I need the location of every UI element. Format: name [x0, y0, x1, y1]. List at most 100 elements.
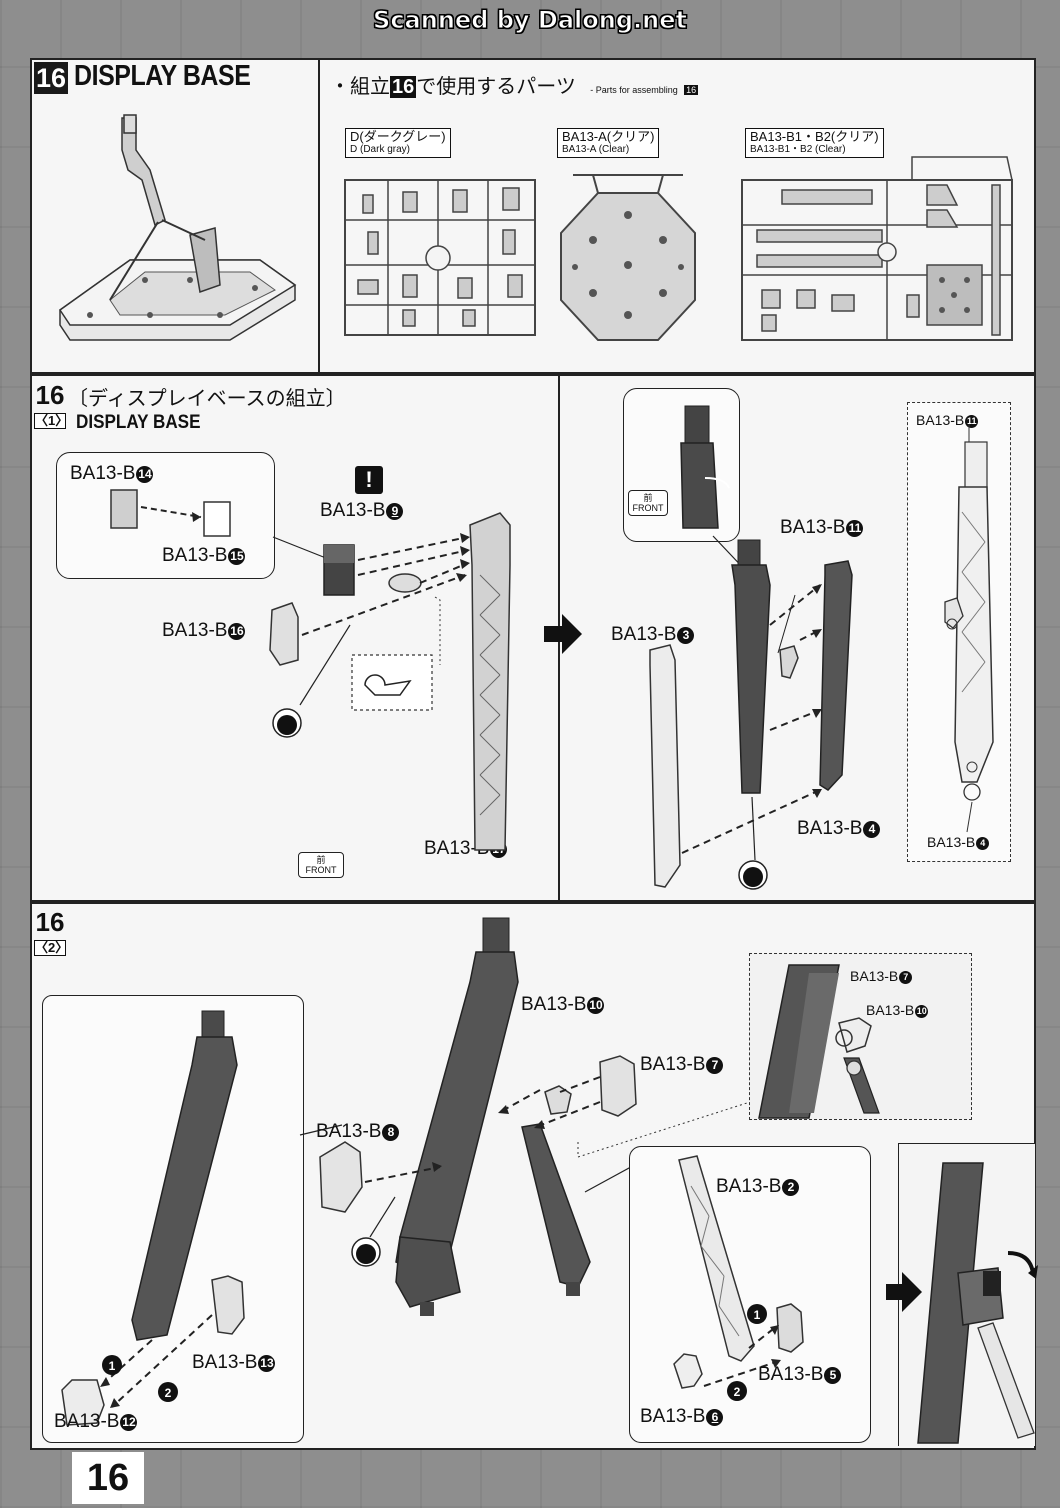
callout-parts-illustration: [110, 489, 337, 563]
order-mark-2: 2: [165, 1386, 172, 1400]
runner-label-en: D (Dark gray): [350, 144, 411, 155]
label-text: BA13-B: [916, 412, 965, 428]
watermark: Scanned by Dalong.net: [373, 6, 688, 35]
part-number-badge: 7: [706, 1057, 724, 1074]
label-text: BA13-B: [424, 838, 490, 859]
label-text: BA13-B: [54, 1411, 120, 1432]
front-direction-badge: 前 FRONT: [298, 852, 344, 878]
part-number-badge: 14: [136, 466, 154, 483]
part-number-badge: 11: [846, 520, 864, 537]
left-arm-illustration: 1 2: [61, 1010, 343, 1426]
step-title-en: DISPLAY BASE: [76, 412, 201, 433]
label-text: BA13-B: [192, 1352, 258, 1373]
parts-heading-prefix: ・組立: [330, 74, 390, 98]
runner-ba13-a-illustration: [560, 174, 696, 341]
runner-label-jp: BA13-B1・B2(クリア): [750, 129, 879, 144]
label-text: BA13-B: [758, 1364, 824, 1385]
front-badge-jp: 前: [643, 493, 653, 503]
step-number: 16: [35, 380, 65, 410]
part-number-badge: 12: [120, 1414, 138, 1431]
runner-label-d: D(ダークグレー) D (Dark gray): [345, 128, 451, 158]
section-title: DISPLAY BASE: [74, 60, 251, 92]
page-number: 16: [72, 1452, 144, 1504]
runner-d-illustration: [344, 179, 536, 336]
label-text: BA13-B: [316, 1121, 382, 1142]
parts-heading-step: 16: [390, 76, 417, 98]
label-text: BA13-B: [162, 545, 228, 566]
part-number-badge: 4: [976, 837, 990, 850]
label-text: BA13-B: [850, 968, 899, 984]
center-assembly-illustration: [319, 917, 751, 1316]
step-number: 16: [35, 907, 65, 937]
label-text: BA13-B: [866, 1002, 915, 1018]
order-mark-1: 1: [109, 1359, 116, 1373]
part-number-badge: 2: [782, 1179, 800, 1196]
runner-label-en: BA13-B1・B2 (Clear): [750, 144, 846, 155]
label-text: BA13-B: [640, 1406, 706, 1427]
part-number-badge: 9: [386, 503, 404, 520]
label-text: BA13-B: [780, 517, 846, 538]
assembled-arm-illustration: [944, 424, 994, 833]
part-number-badge: 4: [863, 821, 881, 838]
label-text: BA13-B: [320, 500, 386, 521]
part-number-badge: 10: [587, 997, 605, 1014]
hinge-detail-illustration: [758, 964, 880, 1119]
runner-label-ba13-a: BA13-A(クリア) BA13-A (Clear): [557, 128, 660, 158]
label-text: BA13-B: [640, 1054, 706, 1075]
substep-number: 〈1〉: [34, 413, 69, 429]
front-detail-illustration: [680, 405, 749, 574]
runner-ba13-b-illustration: [741, 156, 1013, 341]
step-1-assembly-illustration: [269, 512, 511, 851]
label-text: BA13-B: [70, 463, 136, 484]
parts-heading-en-step: 16: [684, 85, 699, 95]
part-number-badge: 13: [258, 1355, 276, 1372]
display-base-illustration: [58, 114, 297, 341]
runner-label-jp: BA13-A(クリア): [562, 129, 655, 144]
part-number-badge: 10: [915, 1005, 929, 1018]
parts-heading-suffix: で使用するパーツ: [416, 74, 576, 98]
front-direction-badge: 前 FRONT: [628, 490, 668, 516]
order-mark-2: 2: [734, 1385, 741, 1399]
label-text: BA13-B: [797, 818, 863, 839]
label-text: BA13-B: [162, 620, 228, 641]
front-badge-en: FRONT: [305, 865, 337, 875]
part-number-badge: 8: [382, 1124, 400, 1141]
support-arm-illustration: 1 2: [673, 1155, 804, 1401]
next-step-arrow-icon: [886, 1272, 922, 1312]
step-title-jp: 〔ディスプレイベースの組立〕: [68, 386, 346, 410]
part-number-badge: 5: [824, 1367, 842, 1384]
part-number-badge: 3: [677, 627, 695, 644]
label-text: BA13-B: [611, 624, 677, 645]
runner-label-ba13-b: BA13-B1・B2(クリア) BA13-B1・B2 (Clear): [745, 128, 884, 158]
order-mark-1: 1: [754, 1308, 761, 1322]
part-number-badge: 16: [228, 623, 246, 640]
final-view-illustration: [917, 1162, 1038, 1444]
runner-label-en: BA13-A (Clear): [562, 144, 630, 155]
step-number: 16: [34, 62, 68, 94]
caution-icon: !: [355, 466, 383, 494]
callout-support-arm: [629, 1146, 871, 1443]
part-number-badge: 6: [706, 1409, 724, 1426]
label-text: BA13-B: [716, 1176, 782, 1197]
substep-number: 〈2〉: [34, 940, 69, 956]
next-step-arrow-icon: [544, 614, 582, 654]
